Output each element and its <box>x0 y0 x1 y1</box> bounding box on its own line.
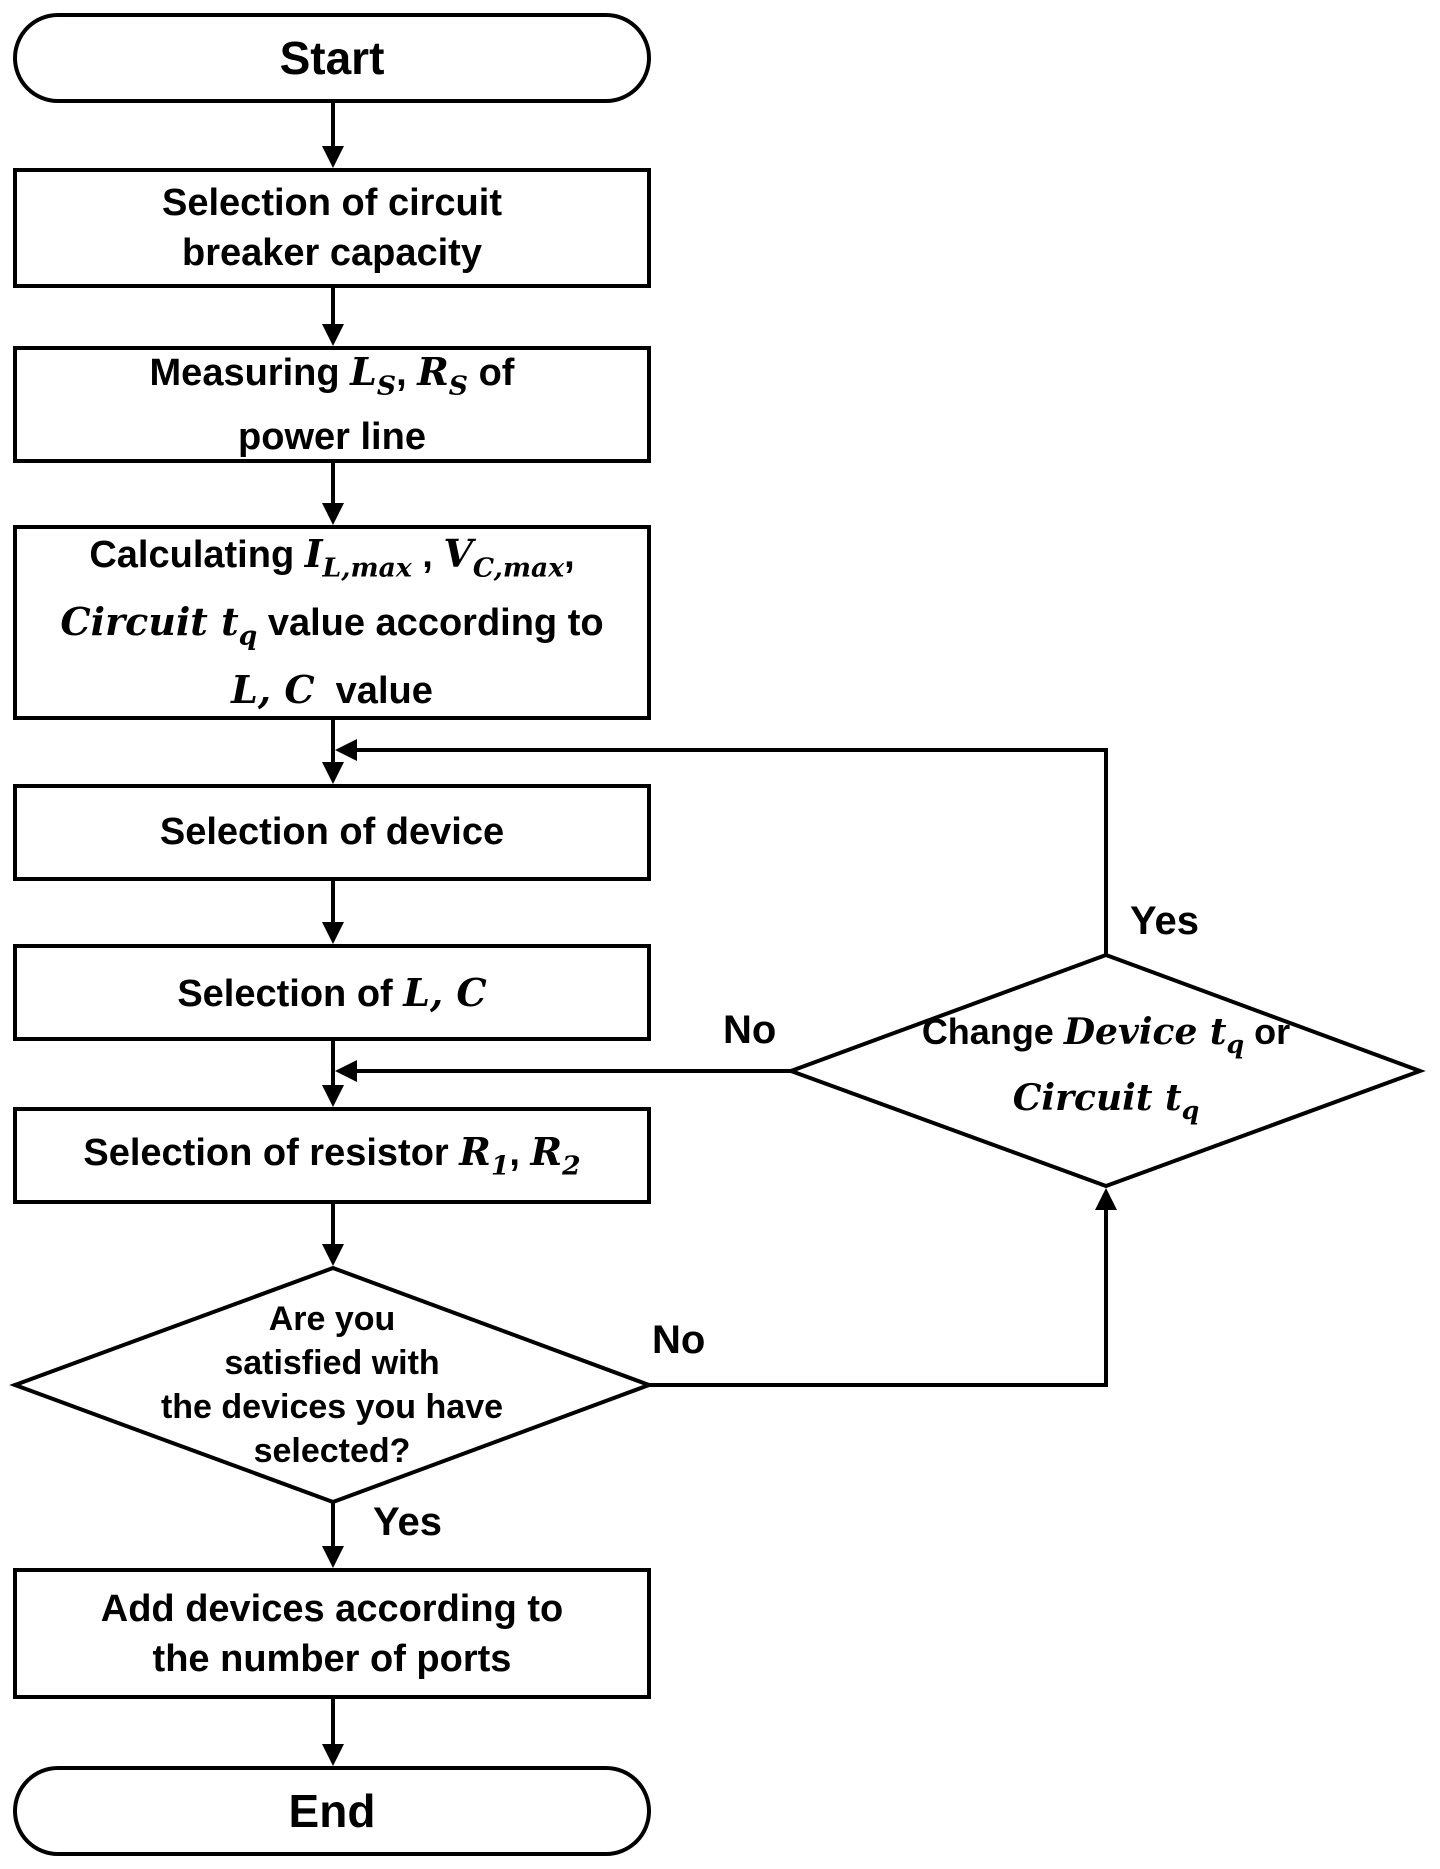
arrowhead <box>322 1244 344 1266</box>
arrowhead <box>322 1085 344 1107</box>
arrowhead <box>322 922 344 944</box>
calc-label: Calculating IL,max , VC,max, Circuit tq … <box>15 527 649 718</box>
calc-line2: Circuit tq value according to <box>60 599 604 652</box>
change-device-tq: Device tq <box>1063 1011 1245 1059</box>
edge-change-yes-to-device <box>355 748 1108 955</box>
add-devices-box[interactable] <box>13 1568 651 1699</box>
measure-line1: Measuring LS, RS of <box>149 349 515 402</box>
edge-label-satisfied-no: No <box>652 1318 706 1362</box>
arrowhead <box>322 503 344 525</box>
arrowhead <box>322 324 344 346</box>
measure-prefix: Measuring <box>149 352 351 395</box>
measure-rs: RS <box>417 349 469 402</box>
measure-label: Measuring LS, RS of power line <box>15 348 649 461</box>
start-label: Start <box>15 15 649 101</box>
resistor-r2: R2 <box>530 1129 581 1182</box>
add-line2: the number of ports <box>152 1637 512 1680</box>
measure-ls: LS <box>350 349 397 402</box>
change-circuit-tq: Circuit tq <box>1012 1077 1200 1125</box>
resistor-r1: R1 <box>459 1129 510 1182</box>
edge-label-change-no: No <box>723 1008 777 1052</box>
breaker-line1: Selection of circuit <box>162 182 502 224</box>
calc-circuit-tq: Circuit tq <box>60 599 258 652</box>
arrowhead <box>322 1546 344 1568</box>
end-label: End <box>15 1768 649 1854</box>
resistor-text: Selection of resistor R1, R2 <box>83 1129 581 1182</box>
breaker-line2: breaker capacity <box>182 232 482 274</box>
satisfied-line1: Are you <box>268 1300 396 1338</box>
edge-satisfied-no-to-change <box>649 1208 1108 1387</box>
change-line1: Change Device tq or <box>921 1011 1291 1059</box>
device-text: Selection of device <box>159 811 505 853</box>
calc-line3: L, C value <box>231 667 433 713</box>
end-terminal[interactable] <box>13 1766 651 1856</box>
breaker-label: Selection of circuit breaker capacity <box>15 170 649 286</box>
calc-il: IL,max <box>304 530 412 583</box>
resistor-label: Selection of resistor R1, R2 <box>15 1109 649 1202</box>
edge-label-satisfied-yes: Yes <box>373 1500 442 1544</box>
measure-line-box[interactable] <box>13 346 651 463</box>
change-label: Change Device tq or Circuit tq <box>876 1011 1336 1131</box>
lc-label: Selection of L, C <box>15 946 649 1039</box>
calculate-values-box[interactable] <box>13 525 651 720</box>
change-line2: Circuit tq <box>1013 1071 1199 1137</box>
satisfied-line2: satisfied with <box>224 1344 440 1382</box>
arrowhead <box>335 1060 357 1082</box>
select-resistor-box[interactable] <box>13 1107 651 1204</box>
satisfied-line3: the devices you have <box>160 1388 504 1426</box>
calc-line1: Calculating IL,max , VC,max, <box>89 530 575 583</box>
device-label: Selection of device <box>15 786 649 879</box>
arrowhead <box>322 146 344 168</box>
add-label: Add devices according to the number of p… <box>15 1570 649 1697</box>
start-text: Start <box>279 32 385 84</box>
satisfied-label: Are you satisfied with the devices you h… <box>115 1300 549 1470</box>
measure-line2: power line <box>238 415 426 458</box>
edge-label-change-yes: Yes <box>1130 899 1199 943</box>
arrowhead <box>335 739 357 761</box>
calc-vc: VC,max <box>443 530 565 583</box>
arrowhead <box>1095 1188 1117 1210</box>
lc-text: Selection of L, C <box>177 969 487 1015</box>
arrowhead <box>322 1744 344 1766</box>
arrowhead <box>322 762 344 784</box>
add-line1: Add devices according to <box>100 1587 564 1630</box>
change-tq-decision[interactable] <box>785 952 1426 1189</box>
satisfied-line4: selected? <box>253 1432 411 1470</box>
select-lc-box[interactable] <box>13 944 651 1041</box>
end-text: End <box>288 1785 376 1837</box>
